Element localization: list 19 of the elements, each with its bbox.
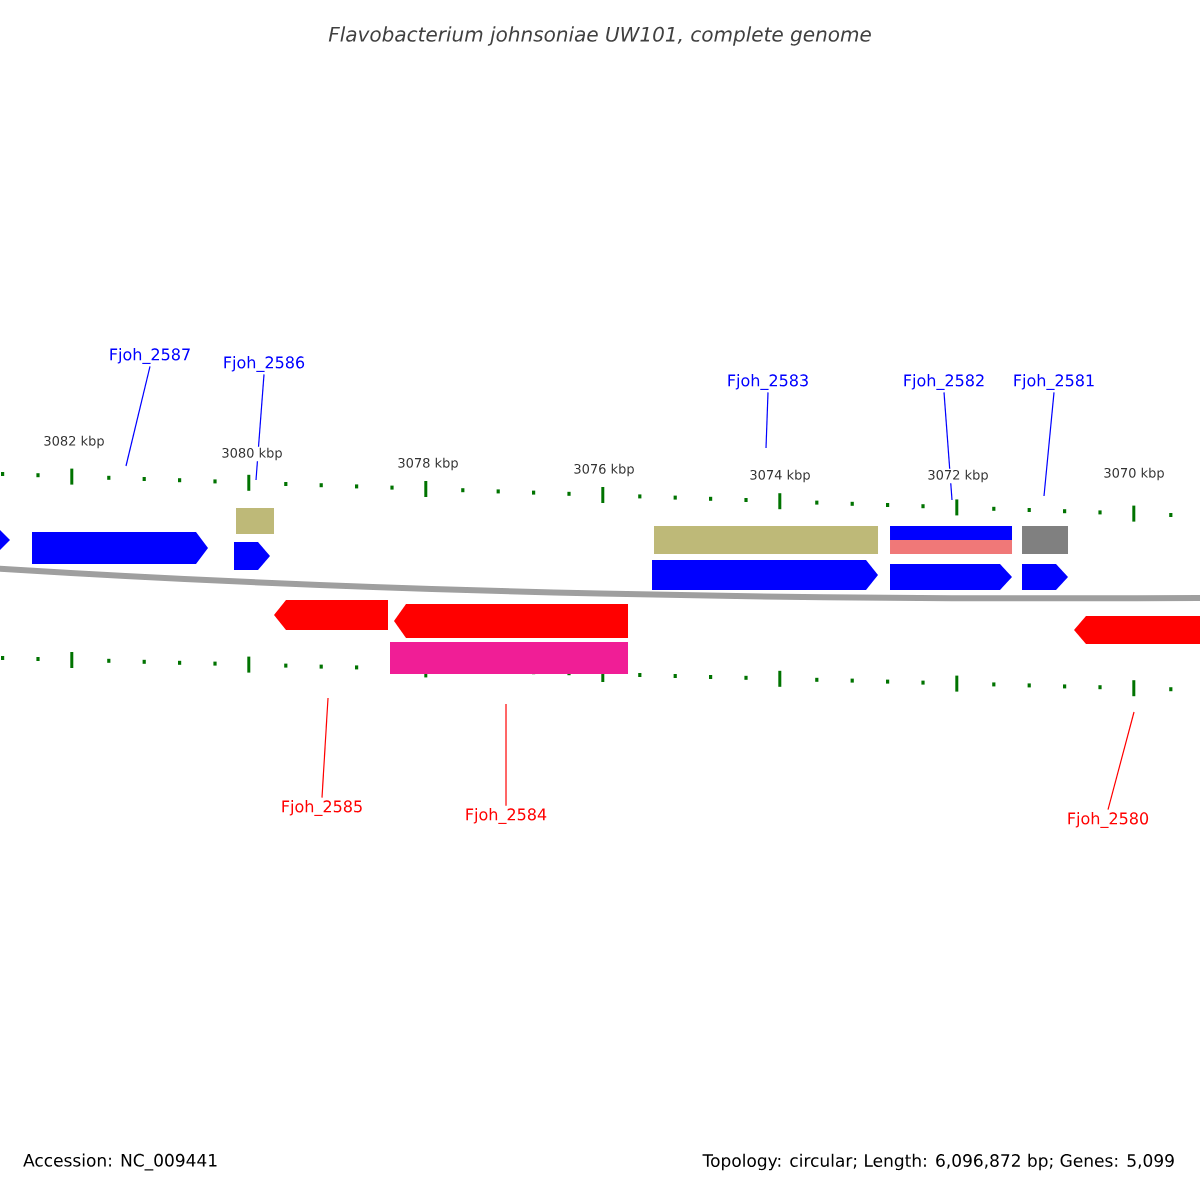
leader-line: [255, 373, 265, 481]
leader-line: [943, 391, 953, 501]
gene-label: Fjoh_2584: [466, 808, 547, 824]
leader-line: [1107, 711, 1135, 811]
title: Flavobacterium johnsoniae UW101, complete genome: [328, 26, 871, 46]
gene-label: Fjoh_2581: [1014, 374, 1094, 390]
gene-label: Fjoh_2583: [728, 374, 808, 390]
gene-label: Fjoh_2587: [110, 348, 190, 364]
leader-line: [321, 697, 329, 799]
gene-label: Fjoh_2582: [904, 374, 984, 390]
leader-line: [765, 391, 769, 449]
gene-label: Fjoh_2580: [1068, 812, 1149, 828]
gene-label: Fjoh_2586: [224, 356, 305, 372]
leader-line: [505, 703, 507, 807]
gene-label: Fjoh_2585: [282, 800, 362, 816]
accession-text: Accession: NC_009441: [23, 1153, 217, 1171]
leader-line: [1043, 391, 1055, 497]
leader-line: [125, 365, 151, 467]
genome-info-text: Topology: circular; Length: 6,096,872 bp; Genes: 5,099: [702, 1153, 1174, 1171]
